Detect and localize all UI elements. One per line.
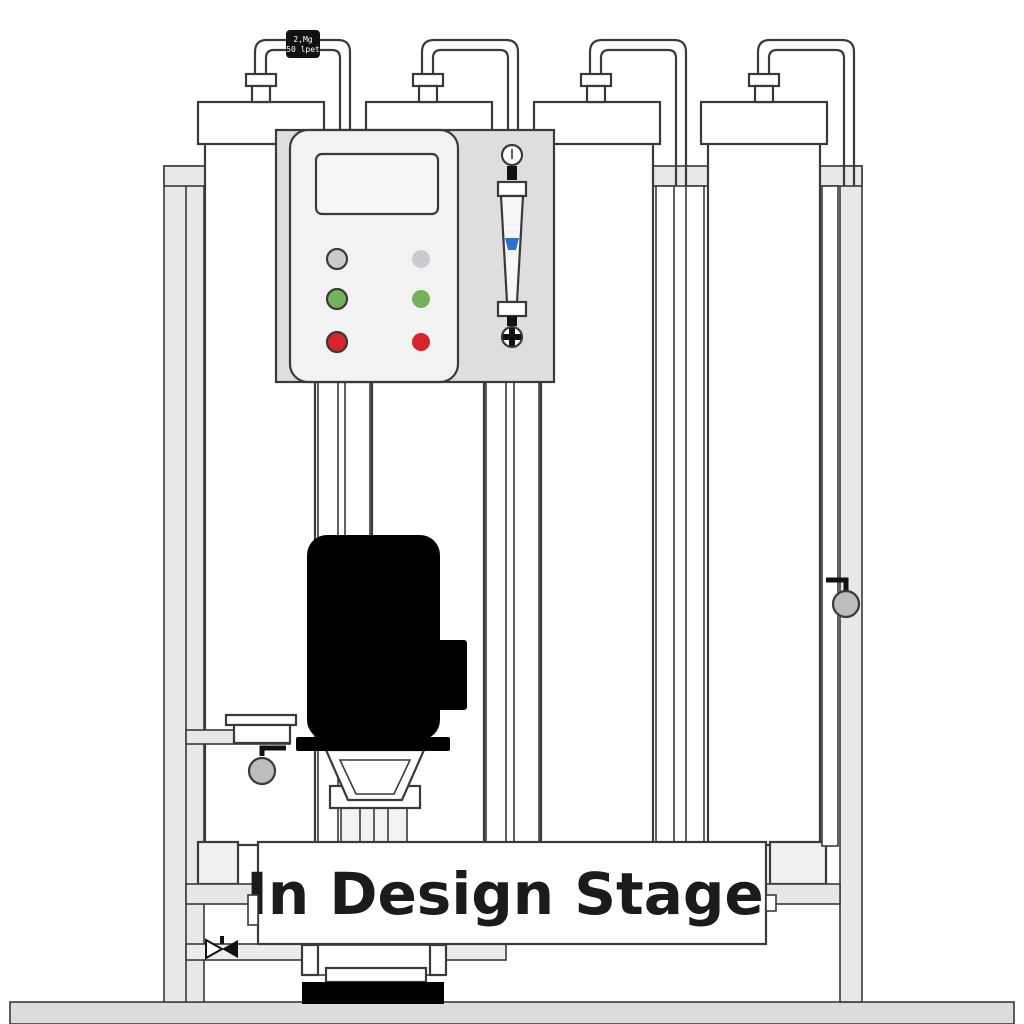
motor-terminal-box [436, 640, 467, 710]
top-pipe-2 [411, 38, 520, 130]
flowmeter-float [505, 238, 519, 250]
top-pipe-4 [747, 38, 856, 186]
indicator-light-red-right [412, 333, 430, 351]
design-stage-banner: In Design Stage [246, 840, 768, 946]
sample-valve-right [826, 577, 861, 619]
pump-motor [296, 535, 467, 751]
sample-valve-left [185, 713, 298, 786]
indicator-light-red-left [325, 330, 349, 354]
indicator-light-green-left [325, 287, 349, 311]
indicator-light-green-right [412, 290, 430, 308]
indicator-light-gray-left [325, 247, 349, 271]
membrane-vessel-4 [699, 100, 829, 886]
gauge-tag: 2,Mg 50 lpet [286, 30, 320, 58]
display-screen [314, 152, 440, 216]
pump-base [302, 982, 444, 1004]
drain-valve [205, 936, 238, 960]
banner-text: In Design Stage [246, 860, 763, 928]
ground-base [9, 1001, 1015, 1024]
gauge-tag-line2: 50 lpet [286, 45, 320, 54]
membrane-vessel-3 [532, 100, 662, 847]
motor-body [307, 535, 440, 740]
motor-flange [296, 737, 450, 751]
pump-column [300, 748, 448, 1004]
top-pipe-3 [579, 38, 688, 186]
gauge-tag-line1: 2,Mg [293, 35, 312, 44]
banner-clamps [247, 894, 777, 926]
flowmeter [496, 143, 528, 349]
indicator-light-gray-right [412, 250, 430, 268]
